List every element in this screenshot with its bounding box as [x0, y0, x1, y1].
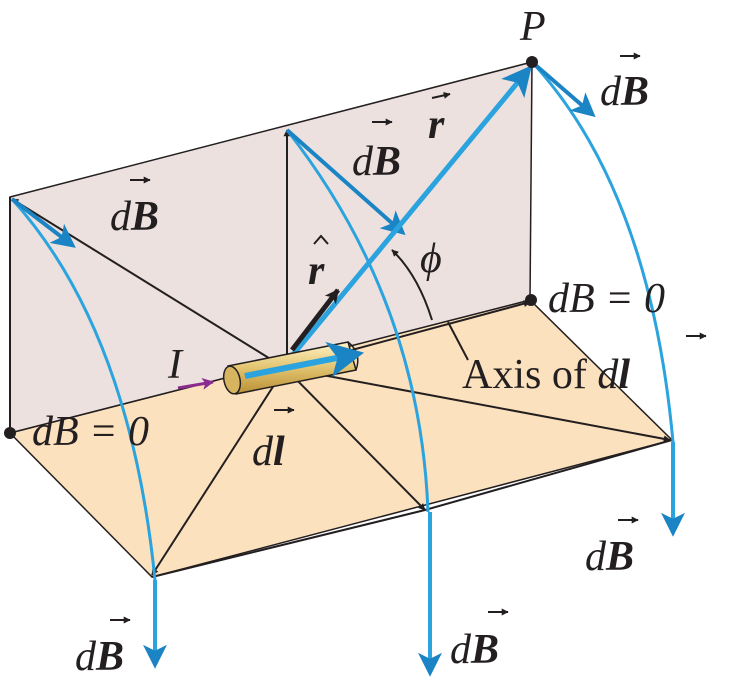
label-r-hat: r — [308, 248, 325, 294]
label-dB-bottom-left: dB — [75, 634, 124, 680]
current-arrow — [177, 377, 215, 390]
floor-radial-arrows — [151, 300, 673, 578]
label-phi: ϕ — [420, 236, 442, 282]
zero-field-point-left — [4, 427, 16, 439]
label-dB-zero-left: dB = 0 — [32, 409, 149, 455]
r-vector — [285, 65, 532, 364]
r-hat-caret — [313, 234, 329, 245]
label-dB-left: dB — [110, 194, 159, 240]
vector-overbars — [110, 52, 707, 624]
point-P-dot — [526, 56, 538, 68]
label-dB-zero-right: dB = 0 — [548, 276, 665, 322]
field-tangent-arrows — [10, 60, 596, 248]
axis-leader — [447, 321, 469, 361]
label-dB-bottom-mid: dB — [450, 627, 499, 673]
field-circles — [10, 60, 675, 581]
current-element-cylinder — [222, 341, 365, 395]
label-dB-mid: dB — [352, 139, 401, 185]
phi-arc — [391, 249, 433, 321]
label-P: P — [519, 4, 546, 50]
zero-field-point-right — [525, 294, 537, 306]
r-hat-vector — [290, 288, 340, 352]
label-dl: dl — [252, 429, 285, 475]
label-dB-bottom-right: dB — [585, 534, 634, 580]
label-dB-top-right: dB — [600, 69, 649, 115]
label-axis-of-dl: Axis of dl — [462, 352, 630, 398]
field-down-arrows — [143, 442, 685, 677]
label-r-vector: r — [428, 102, 445, 148]
label-current-I: I — [167, 342, 184, 388]
